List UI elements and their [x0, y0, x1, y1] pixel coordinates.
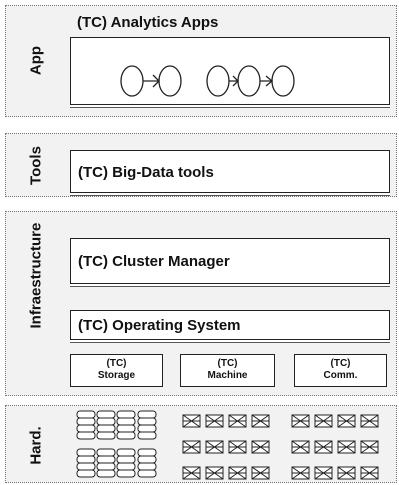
database-icon — [137, 448, 157, 478]
database-icon — [76, 410, 96, 440]
server-icon — [228, 414, 247, 428]
server-icon — [314, 466, 333, 480]
server-icon — [291, 466, 310, 480]
server-icon — [360, 414, 379, 428]
machine-component: (TC) Machine — [180, 354, 275, 387]
comm-component-label: Comm. — [323, 370, 358, 381]
pipeline-node-icon — [271, 65, 295, 97]
database-icon — [96, 410, 116, 440]
arrow-right-icon — [229, 75, 239, 87]
pipeline-b — [206, 65, 295, 97]
server-icon — [251, 466, 270, 480]
server-icon — [314, 440, 333, 454]
server-icon — [337, 440, 356, 454]
storage-component: (TC) Storage — [70, 354, 163, 387]
pipeline-node-icon — [158, 65, 182, 97]
server-icon — [205, 414, 224, 428]
arrow-right-icon — [260, 75, 274, 87]
operating-system-box — [70, 310, 390, 340]
database-icons — [76, 410, 157, 478]
storage-component-prefix: (TC) — [106, 358, 127, 369]
database-icon — [116, 410, 136, 440]
machine-component-prefix: (TC) — [217, 358, 238, 369]
server-icon — [360, 440, 379, 454]
database-icon — [96, 448, 116, 478]
pipeline-node-icon — [237, 65, 261, 97]
server-icon — [291, 440, 310, 454]
server-icon — [228, 440, 247, 454]
server-icon — [360, 466, 379, 480]
pipeline-node-icon — [120, 65, 144, 97]
storage-component-label: Storage — [97, 370, 136, 381]
server-icon — [251, 440, 270, 454]
comm-component-prefix: (TC) — [330, 358, 351, 369]
server-icon — [291, 414, 310, 428]
server-icons — [182, 414, 379, 480]
server-icon — [182, 466, 201, 480]
arrow-right-icon — [143, 74, 160, 88]
server-icon — [228, 466, 247, 480]
machine-component-label: Machine — [207, 370, 248, 381]
pipeline-node-icon — [206, 65, 230, 97]
big-data-tools-title: (TC) Big-Data tools — [78, 164, 214, 181]
cluster-manager-box — [70, 238, 390, 284]
server-icon — [337, 466, 356, 480]
database-icon — [137, 410, 157, 440]
server-icon — [337, 414, 356, 428]
server-icon — [205, 466, 224, 480]
comm-component: (TC) Comm. — [294, 354, 387, 387]
database-icon — [76, 448, 96, 478]
server-icon — [182, 440, 201, 454]
big-data-tools-box — [70, 150, 390, 193]
pipeline-a — [120, 65, 182, 97]
analytics-apps-title: (TC) Analytics Apps — [77, 14, 219, 31]
server-icon — [251, 414, 270, 428]
cluster-manager-title: (TC) Cluster Manager — [78, 253, 230, 270]
server-icon — [205, 440, 224, 454]
database-icon — [116, 448, 136, 478]
server-icon — [182, 414, 201, 428]
operating-system-title: (TC) Operating System — [78, 317, 241, 334]
server-icon — [314, 414, 333, 428]
